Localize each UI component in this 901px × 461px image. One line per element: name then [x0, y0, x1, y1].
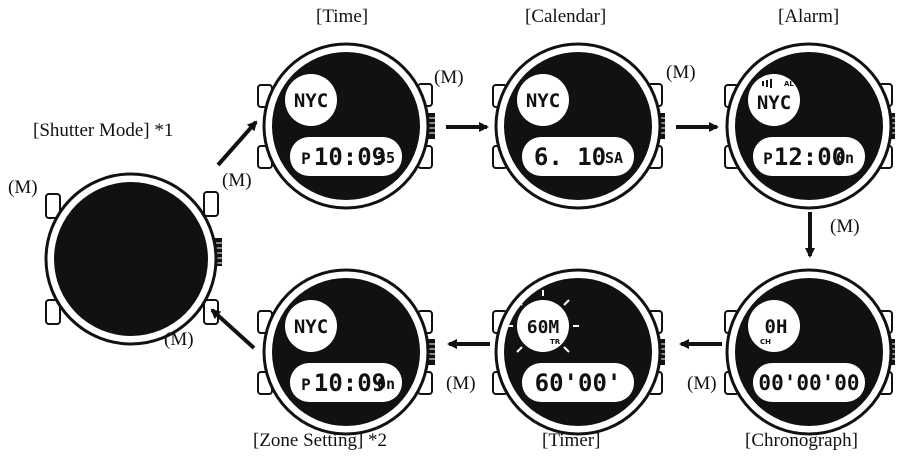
arrow-shutter-to-time-m-label: (M) — [222, 170, 252, 191]
zone-pm-indicator: P — [301, 375, 311, 394]
shutter-upper-right-button[interactable] — [203, 191, 219, 217]
time-city-code: NYC — [294, 90, 328, 112]
chronograph-mode-label: [Chronograph] — [745, 430, 858, 451]
shutter-mode-label: [Shutter Mode] *1 — [33, 120, 173, 141]
time-pm-indicator: P — [301, 149, 311, 168]
watch-chronograph: [Chronograph] 0H CH 00'00'00 — [724, 268, 895, 451]
timer-countdown-digits: 60'00' — [535, 369, 622, 397]
alarm-sound-icon — [762, 79, 772, 88]
calendar-dial — [504, 52, 652, 200]
chronograph-indicator: CH — [760, 338, 771, 346]
timer-lcd-display — [522, 363, 634, 402]
chronograph-dial — [735, 278, 883, 426]
calendar-city-code: NYC — [526, 90, 560, 112]
zone-dst-indicator: 0n — [377, 375, 395, 393]
alarm-dial — [735, 52, 883, 200]
alarm-time-digits: 12:00 — [774, 143, 846, 171]
timer-flash-rays — [507, 290, 579, 353]
timer-minute-code: 60M — [527, 317, 560, 338]
calendar-city-subdial — [517, 74, 569, 126]
shutter-m-label: (M) — [8, 177, 38, 198]
shutter-lower-left-button[interactable] — [45, 299, 61, 325]
chronograph-lcd-display — [753, 363, 865, 402]
arrow-zone-to-shutter-m-label: (M) — [164, 329, 194, 350]
alarm-mode-label: [Alarm] — [778, 6, 839, 27]
calendar-lcd-display — [522, 137, 634, 176]
time-m-label: (M) — [434, 67, 464, 88]
zone-lcd-display — [290, 363, 402, 402]
alarm-city-code: NYC — [757, 92, 791, 114]
calendar-date-digits: 6. 10 — [534, 143, 606, 171]
timer-mode-label: [Timer] — [542, 430, 600, 451]
time-mode-label: [Time] — [316, 6, 368, 27]
arrow-zone-to-shutter — [210, 308, 256, 350]
time-city-subdial — [285, 74, 337, 126]
watch-timer: [Timer] 60M TR 60'00' — [492, 268, 665, 451]
arrow-chronograph-to-timer-m-label: (M) — [687, 373, 717, 394]
time-main-digits: 10:09 — [314, 143, 386, 171]
time-lcd-display — [290, 137, 402, 176]
watch-zone-setting: [Zone Setting] *2 NYC P 10:09 0n — [253, 268, 435, 451]
chronograph-hour-subdial — [748, 300, 800, 352]
zone-city-code: NYC — [294, 316, 328, 338]
arrow-shutter-to-time — [216, 120, 258, 167]
arrow-alarm-to-chronograph-m-label: (M) — [830, 216, 860, 237]
alarm-lcd-display — [753, 137, 865, 176]
alarm-city-subdial — [748, 74, 800, 126]
chronograph-hour-code: 0H — [765, 316, 788, 338]
timer-minute-subdial — [517, 300, 569, 352]
chronograph-elapsed-digits: 00'00'00 — [758, 371, 859, 395]
time-dial — [272, 52, 420, 200]
zone-mode-label: [Zone Setting] *2 — [253, 430, 387, 451]
watch-alarm: [Alarm] AL NYC P 12:00 0n — [724, 6, 895, 210]
zone-city-subdial — [285, 300, 337, 352]
watch-shutter: [Shutter Mode] *1 (M) — [8, 120, 222, 346]
shutter-closed-dial — [54, 182, 208, 336]
watch-time: [Time] (M) NYC P 10:09 35 — [257, 6, 464, 210]
calendar-m-label: (M) — [666, 62, 696, 83]
calendar-mode-label: [Calendar] — [525, 6, 606, 27]
alarm-on-indicator: 0n — [836, 149, 854, 167]
timer-dial — [504, 278, 652, 426]
shutter-m-button[interactable] — [45, 193, 61, 219]
arrow-timer-to-zone-m-label: (M) — [446, 373, 476, 394]
zone-dial — [272, 278, 420, 426]
zone-time-digits: 10:09 — [314, 369, 386, 397]
alarm-indicator: AL — [784, 80, 794, 88]
time-seconds-digits: 35 — [377, 149, 395, 167]
timer-indicator: TR — [550, 338, 561, 346]
calendar-day-of-week: SA — [605, 149, 623, 167]
alarm-pm-indicator: P — [763, 149, 773, 168]
watch-calendar: [Calendar] (M) NYC 6. 10 SA — [492, 6, 696, 210]
